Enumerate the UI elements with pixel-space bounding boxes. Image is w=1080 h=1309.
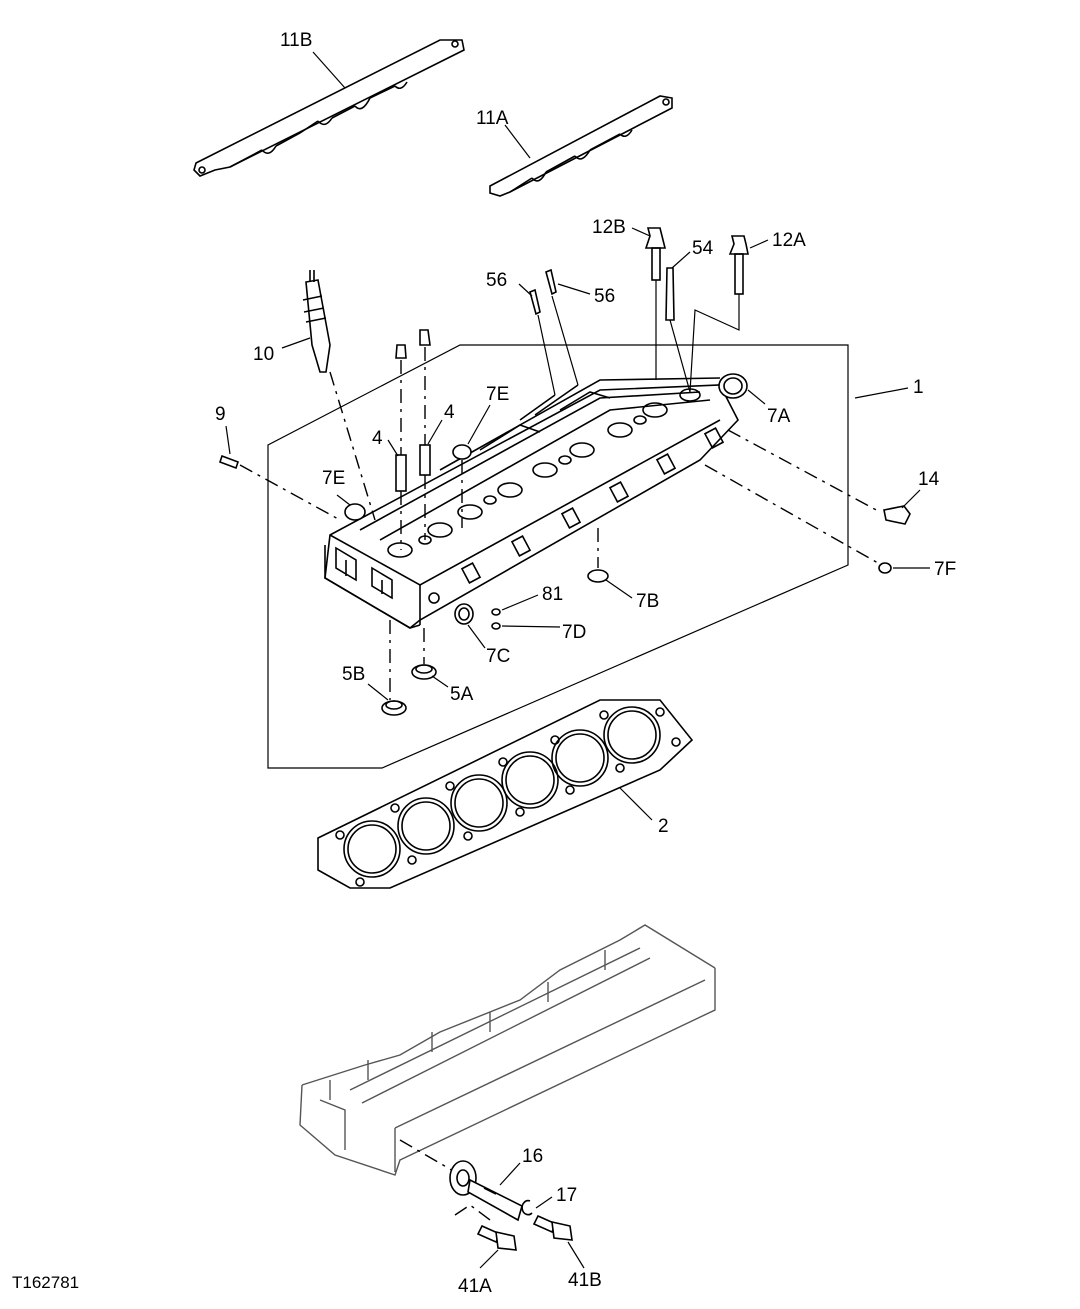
label-7e-top: 7E <box>486 384 509 405</box>
glow-plug-10 <box>302 270 376 521</box>
bolts-12b-54-12a <box>644 227 749 393</box>
label-41b: 41B <box>568 1270 602 1291</box>
seals-5a-5b <box>381 620 437 716</box>
label-7d: 7D <box>562 622 586 643</box>
label-81: 81 <box>542 584 563 605</box>
label-7e-left: 7E <box>322 468 345 489</box>
callout-labels: 11B 11A 12B 54 12A 56 56 10 1 9 4 4 7E 7… <box>12 30 956 1297</box>
label-2: 2 <box>658 816 669 837</box>
fitting-14 <box>727 429 911 525</box>
lifting-eye-16 <box>399 1139 523 1222</box>
label-54: 54 <box>692 238 714 259</box>
label-16: 16 <box>522 1146 543 1167</box>
label-11b: 11B <box>280 30 312 51</box>
label-7f: 7F <box>934 559 956 580</box>
bolt-41b <box>532 1214 573 1241</box>
label-4-left: 4 <box>372 428 383 449</box>
assembly-boundary <box>267 344 849 769</box>
plugs-81-7d <box>491 608 501 630</box>
label-41a: 41A <box>458 1276 492 1297</box>
bolt-41a <box>454 1204 517 1251</box>
label-12a: 12A <box>772 230 806 251</box>
label-56-left: 56 <box>486 270 507 291</box>
plug-7e-left <box>344 503 366 521</box>
label-56-right: 56 <box>594 286 615 307</box>
label-12b: 12B <box>592 217 626 238</box>
side-ports <box>460 427 725 584</box>
cylinder-head <box>324 377 739 629</box>
label-14: 14 <box>918 469 940 490</box>
label-7c: 7C <box>486 646 510 667</box>
leader-lines <box>225 51 930 1269</box>
label-4-right: 4 <box>444 402 455 423</box>
plug-7e-top <box>452 444 472 528</box>
label-10: 10 <box>253 344 274 365</box>
cap-7b <box>587 528 609 583</box>
head-gasket-2 <box>317 699 694 889</box>
label-1: 1 <box>913 377 924 398</box>
label-17: 17 <box>556 1185 577 1206</box>
plug-7f <box>704 464 892 574</box>
engine-block <box>299 924 716 1176</box>
dowels-56 <box>519 268 579 421</box>
label-7b: 7B <box>636 591 659 612</box>
bracket-11b <box>193 39 465 177</box>
cap-7c <box>454 603 474 625</box>
label-9: 9 <box>215 404 226 425</box>
washer-17 <box>521 1199 533 1216</box>
label-5a: 5A <box>450 684 474 705</box>
bracket-11a <box>489 95 673 197</box>
label-7a: 7A <box>767 406 791 427</box>
label-11a: 11A <box>476 108 509 129</box>
pin-9 <box>218 454 341 521</box>
figure-id: T162781 <box>12 1273 79 1292</box>
cap-7a <box>718 373 748 399</box>
studs-4 <box>395 329 431 550</box>
label-5b: 5B <box>342 664 365 685</box>
